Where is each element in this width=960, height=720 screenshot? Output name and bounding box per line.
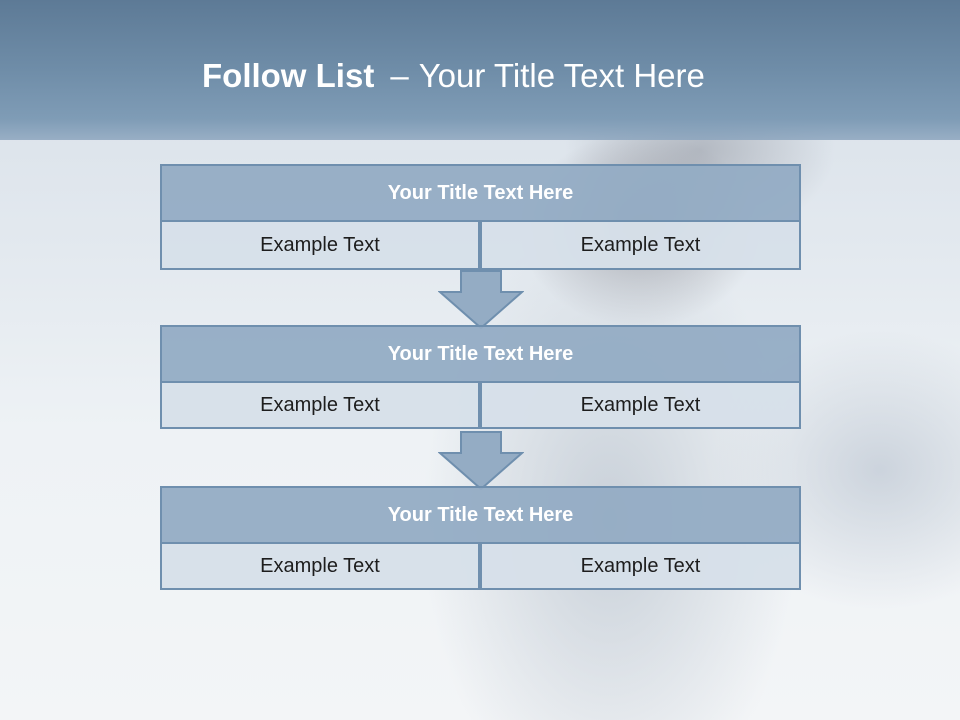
down-arrow-icon <box>438 431 524 491</box>
step-2-left-cell: Example Text <box>160 381 480 429</box>
step-1-left-cell: Example Text <box>160 220 480 270</box>
slide-title-rest: Your Title Text Here <box>418 57 705 94</box>
down-arrow-icon <box>438 270 524 330</box>
step-block-2: Your Title Text Here Example Text Exampl… <box>160 325 801 433</box>
slide-title-separator: – <box>390 57 409 94</box>
step-title-3: Your Title Text Here <box>160 486 801 544</box>
step-block-3: Your Title Text Here Example Text Exampl… <box>160 486 801 592</box>
step-3-left-cell: Example Text <box>160 542 480 590</box>
header-band <box>0 0 960 140</box>
step-1-right-cell: Example Text <box>480 220 801 270</box>
step-title-2: Your Title Text Here <box>160 325 801 383</box>
step-2-right-cell: Example Text <box>480 381 801 429</box>
step-title-1: Your Title Text Here <box>160 164 801 222</box>
slide-title: Follow List–Your Title Text Here <box>202 54 902 98</box>
slide-title-bold: Follow List <box>202 57 375 94</box>
step-block-1: Your Title Text Here Example Text Exampl… <box>160 164 801 272</box>
step-3-right-cell: Example Text <box>480 542 801 590</box>
